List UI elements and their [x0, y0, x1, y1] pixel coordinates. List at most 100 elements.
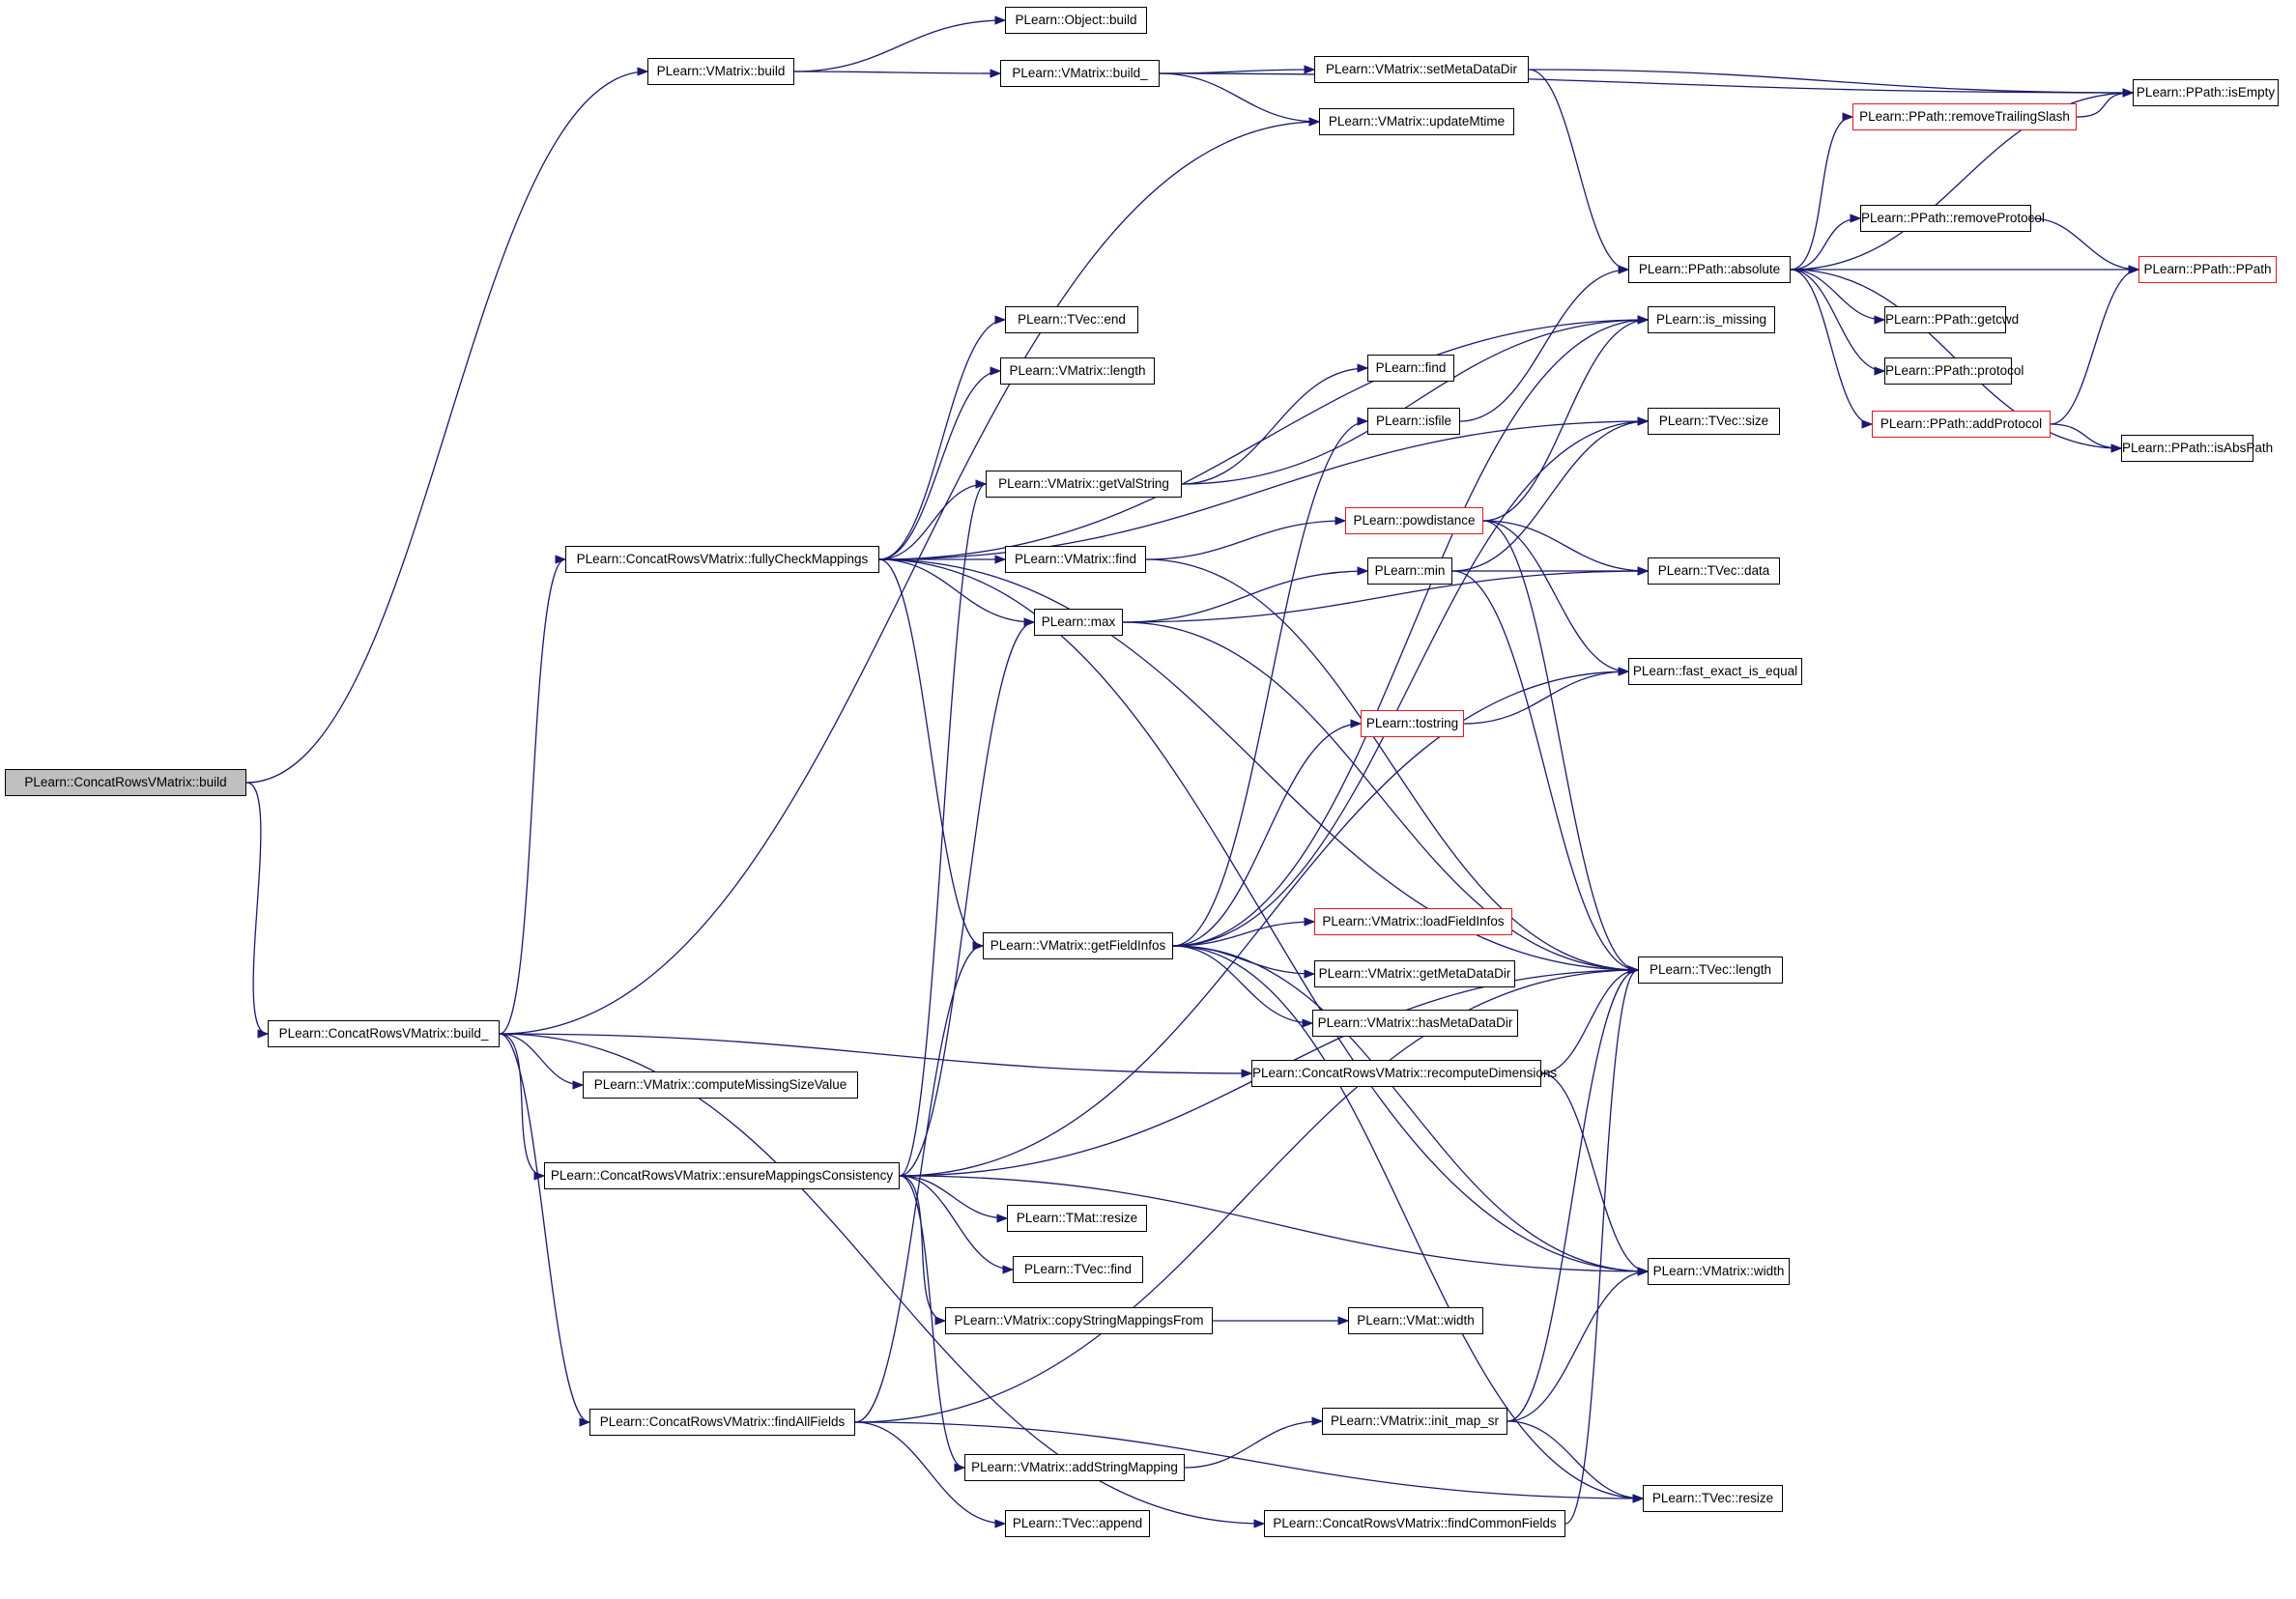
node-plearn-vmatrix-computemissingsizevalue[interactable]: PLearn::VMatrix::computeMissingSizeValue: [583, 1071, 858, 1099]
node-plearn-tvec-end[interactable]: PLearn::TVec::end: [1005, 306, 1138, 333]
node-plearn-tvec-data[interactable]: PLearn::TVec::data: [1648, 557, 1780, 585]
node-plearn-is-missing[interactable]: PLearn::is_missing: [1648, 306, 1775, 333]
edge-n38-to-n27: [899, 617, 1036, 1177]
node-plearn-ppath-getcwd[interactable]: PLearn::PPath::getcwd: [1884, 306, 2019, 333]
edge-n38-to-n40: [899, 1175, 1015, 1274]
edge-n25-to-n18: [1451, 416, 1650, 572]
edge-n9-to-n7: [1790, 112, 1854, 271]
edge-n1-to-n2: [793, 15, 1007, 72]
edge-n19-to-n10: [2050, 265, 2140, 425]
node-plearn-tostring[interactable]: PLearn::tostring: [1361, 710, 1464, 737]
node-plearn-min[interactable]: PLearn::min: [1367, 557, 1452, 585]
node-plearn-isfile[interactable]: PLearn::isfile: [1367, 408, 1460, 435]
node-plearn-ppath-protocol[interactable]: PLearn::PPath::protocol: [1884, 357, 2023, 385]
node-plearn-vmatrix-find[interactable]: PLearn::VMatrix::find: [1005, 546, 1146, 573]
node-plearn-vmatrix-loadfieldinfos[interactable]: PLearn::VMatrix::loadFieldInfos: [1314, 908, 1512, 935]
node-plearn-vmatrix-getvalstring[interactable]: PLearn::VMatrix::getValString: [986, 471, 1182, 498]
node-plearn-ppath-isabspath[interactable]: PLearn::PPath::isAbsPath: [2121, 435, 2273, 462]
edges: [245, 15, 2140, 1528]
edge-n23-to-n16: [878, 366, 1002, 560]
node-plearn-max[interactable]: PLearn::max: [1034, 609, 1123, 636]
edge-n31-to-n41: [1172, 945, 1650, 1276]
edge-n31-to-n11: [1172, 315, 1650, 947]
edge-n35-to-n37: [499, 1033, 585, 1090]
node-plearn-ppath-removetrailingslash[interactable]: PLearn::PPath::removeTrailingSlash: [1852, 103, 2077, 130]
edge-n24-to-n33: [1145, 558, 1640, 975]
edge-n23-to-n41: [878, 558, 1650, 1276]
edge-n31-to-n17: [1172, 416, 1369, 947]
edge-n9-to-n6: [1790, 88, 2135, 271]
edge-n17-to-n9: [1459, 265, 1630, 422]
edge-n31-to-n32: [1172, 945, 1316, 979]
node-plearn-tvec-find[interactable]: PLearn::TVec::find: [1013, 1256, 1143, 1283]
edge-n31-to-n47: [1172, 945, 1645, 1503]
edge-n8-to-n10: [2030, 217, 2140, 274]
edge-n22-to-n28: [1482, 520, 1630, 676]
edge-n23-to-n21: [878, 479, 988, 560]
node-plearn-concatrowsvmatrix-ensuremappingsconsistency[interactable]: PLearn::ConcatRowsVMatrix::ensureMapping…: [544, 1162, 900, 1189]
node-plearn-fast-exact-is-equal[interactable]: PLearn::fast_exact_is_equal: [1628, 658, 1802, 685]
node-plearn-concatrowsvmatrix-build[interactable]: PLearn::ConcatRowsVMatrix::build: [5, 769, 246, 796]
node-plearn-vmatrix-width[interactable]: PLearn::VMatrix::width: [1648, 1258, 1790, 1285]
node-plearn-vmatrix-init-map-sr[interactable]: PLearn::VMatrix::init_map_sr: [1322, 1408, 1507, 1435]
node-plearn-vmatrix-getfieldinfos[interactable]: PLearn::VMatrix::getFieldInfos: [983, 932, 1173, 959]
node-plearn-concatrowsvmatrix-fullycheckmappings[interactable]: PLearn::ConcatRowsVMatrix::fullyCheckMap…: [565, 546, 879, 573]
node-plearn-vmatrix-addstringmapping[interactable]: PLearn::VMatrix::addStringMapping: [964, 1454, 1185, 1481]
edge-n23-to-n31: [878, 558, 985, 951]
node-plearn-vmatrix-hasmetadatadir[interactable]: PLearn::VMatrix::hasMetaDataDir: [1312, 1010, 1518, 1037]
edge-n9-to-n15: [1790, 269, 1886, 376]
edge-n31-to-n29: [1172, 719, 1363, 947]
edge-n25-to-n33: [1451, 570, 1640, 975]
node-plearn-tvec-length[interactable]: PLearn::TVec::length: [1638, 957, 1783, 984]
node-plearn-powdistance[interactable]: PLearn::powdistance: [1345, 507, 1483, 534]
node-plearn-tvec-resize[interactable]: PLearn::TVec::resize: [1643, 1485, 1783, 1512]
edge-n9-to-n12: [1790, 269, 1886, 325]
node-plearn-tvec-append[interactable]: PLearn::TVec::append: [1005, 1510, 1150, 1537]
node-plearn-vmatrix-build[interactable]: PLearn::VMatrix::build_: [1000, 60, 1160, 87]
edge-n22-to-n11: [1482, 315, 1650, 522]
edge-n23-to-n33: [878, 558, 1640, 975]
edge-n21-to-n14: [1181, 363, 1369, 485]
edge-n44-to-n31: [854, 941, 985, 1423]
edge-n27-to-n25: [1122, 566, 1369, 623]
node-plearn-vmatrix-updatemtime[interactable]: PLearn::VMatrix::updateMtime: [1319, 108, 1514, 135]
node-plearn-vmatrix-length[interactable]: PLearn::VMatrix::length: [1000, 357, 1155, 385]
node-plearn-object-build[interactable]: PLearn::Object::build: [1005, 7, 1147, 34]
node-plearn-ppath-ppath[interactable]: PLearn::PPath::PPath: [2138, 256, 2277, 283]
edge-n45-to-n47: [1507, 1420, 1645, 1503]
edge-n44-to-n33: [854, 965, 1640, 1423]
node-plearn-concatrowsvmatrix-build[interactable]: PLearn::ConcatRowsVMatrix::build_: [268, 1020, 500, 1047]
node-plearn-vmatrix-setmetadatadir[interactable]: PLearn::VMatrix::setMetaDataDir: [1314, 56, 1529, 83]
edge-n31-to-n34: [1172, 945, 1314, 1028]
edge-n38-to-n21: [899, 479, 988, 1177]
edge-n3-to-n5: [1159, 72, 1321, 127]
node-plearn-concatrowsvmatrix-recomputedimensions[interactable]: PLearn::ConcatRowsVMatrix::recomputeDime…: [1251, 1060, 1557, 1087]
edge-n29-to-n28: [1463, 667, 1630, 725]
node-plearn-ppath-addprotocol[interactable]: PLearn::PPath::addProtocol: [1872, 411, 2051, 438]
edge-n7-to-n6: [2076, 88, 2135, 118]
node-plearn-concatrowsvmatrix-findallfields[interactable]: PLearn::ConcatRowsVMatrix::findAllFields: [589, 1409, 855, 1436]
edge-n27-to-n26: [1122, 566, 1650, 623]
edge-n22-to-n26: [1482, 520, 1650, 576]
node-plearn-ppath-isempty[interactable]: PLearn::PPath::isEmpty: [2133, 79, 2279, 106]
edge-n35-to-n44: [499, 1033, 591, 1427]
node-plearn-vmat-width[interactable]: PLearn::VMat::width: [1348, 1307, 1483, 1334]
edge-n1-to-n3: [793, 69, 1002, 78]
edge-n36-to-n41: [1540, 1072, 1650, 1276]
node-plearn-concatrowsvmatrix-findcommonfields[interactable]: PLearn::ConcatRowsVMatrix::findCommonFie…: [1264, 1510, 1565, 1537]
edge-n19-to-n20: [2050, 423, 2123, 453]
node-plearn-tmat-resize[interactable]: PLearn::TMat::resize: [1007, 1205, 1147, 1232]
node-plearn-vmatrix-getmetadatadir[interactable]: PLearn::VMatrix::getMetaDataDir: [1314, 960, 1515, 987]
node-plearn-tvec-size[interactable]: PLearn::TVec::size: [1648, 408, 1780, 435]
edge-n38-to-n28: [899, 667, 1630, 1177]
node-plearn-ppath-absolute[interactable]: PLearn::PPath::absolute: [1628, 256, 1791, 283]
node-plearn-ppath-removeprotocol[interactable]: PLearn::PPath::removeProtocol: [1860, 205, 2045, 232]
node-plearn-vmatrix-build[interactable]: PLearn::VMatrix::build: [647, 58, 794, 85]
edge-n38-to-n46: [899, 1175, 966, 1472]
edge-n49-to-n33: [1564, 965, 1640, 1525]
node-plearn-find[interactable]: PLearn::find: [1367, 355, 1454, 382]
edge-n38-to-n41: [899, 1175, 1650, 1276]
node-plearn-vmatrix-copystringmappingsfrom[interactable]: PLearn::VMatrix::copyStringMappingsFrom: [945, 1307, 1213, 1334]
edge-n0-to-n1: [245, 67, 649, 784]
